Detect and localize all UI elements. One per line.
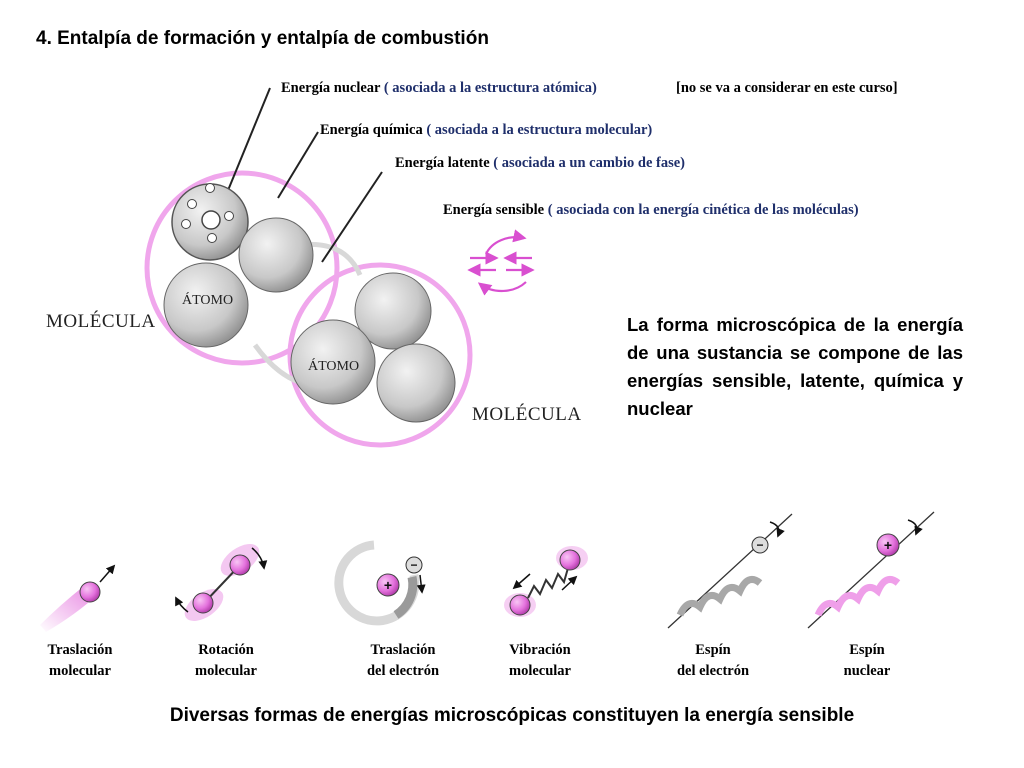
caption-line: Traslación: [47, 642, 113, 658]
caption-line: molecular: [508, 663, 571, 679]
atom-sphere: [354, 272, 432, 350]
label-latent-energy: Energía latente ( asociada a un cambio d…: [395, 155, 685, 172]
electron-spin-icon: [667, 513, 793, 629]
electron-translation-icon: [334, 540, 426, 626]
electron-dot: [181, 219, 191, 229]
electron-dot: [187, 199, 197, 209]
leader-nuclear: [221, 87, 271, 206]
proton-plus-sign: +: [384, 577, 392, 593]
label-latent-name: Energía latente: [395, 155, 490, 171]
leader-quimica: [277, 131, 319, 199]
label-nuclear-note: [no se va a considerar en este curso]: [676, 80, 898, 96]
atom-sphere: [290, 319, 376, 405]
caption-electron-translation: Traslación del electrón: [338, 640, 468, 682]
bottom-caption: Diversas formas de energías microscópica…: [169, 705, 855, 726]
caption-line: nuclear: [843, 663, 891, 679]
label-chemical-energy: Energía química ( asociada a la estructu…: [320, 122, 652, 139]
caption-line: del electrón: [366, 663, 440, 679]
atom-sphere: [238, 217, 314, 293]
label-nuclear-name: Energía nuclear: [281, 80, 381, 96]
label-nuclear-energy: Energía nuclear ( asociada a la estructu…: [281, 80, 597, 97]
caption-line: Espín: [849, 642, 885, 658]
caption-line: Traslación: [370, 642, 436, 658]
atom-label: ÁTOMO: [182, 293, 234, 308]
electron-dot: [224, 211, 234, 221]
caption-line: del electrón: [676, 663, 750, 679]
molecule-label: MOLÉCULA: [472, 404, 582, 425]
caption-line: Vibración: [509, 642, 571, 658]
caption-electron-spin: Espín del electrón: [648, 640, 778, 682]
sensible-arrows-icon: [467, 229, 535, 296]
electron-dot: [207, 233, 217, 243]
leader-latente: [321, 171, 383, 263]
vibration-molecular-icon: [504, 546, 588, 617]
caption-molecular-vibration: Vibración molecular: [475, 640, 605, 682]
electron-dot: [205, 183, 215, 193]
translation-molecular-icon: [40, 564, 116, 632]
page-title: 4. Entalpía de formación y entalpía de c…: [36, 28, 489, 49]
caption-nuclear-spin: Espín nuclear: [802, 640, 932, 682]
electron-minus-sign: −: [410, 558, 417, 572]
label-sensible-name: Energía sensible: [443, 202, 545, 218]
molecule-halo-2: [287, 262, 473, 448]
caption-line: Espín: [695, 642, 731, 658]
description-text: La forma microscópica de la energía de u…: [627, 314, 963, 419]
molecule-halo-1: [144, 170, 340, 366]
nuclear-spin-icon: [807, 511, 935, 629]
caption-line: molecular: [194, 663, 257, 679]
caption-line: molecular: [48, 663, 111, 679]
label-nuclear-desc: ( asociada a la estructura atómica): [383, 80, 597, 96]
label-latent-desc: ( asociada a un cambio de fase): [493, 155, 685, 171]
caption-line: Rotación: [198, 642, 254, 658]
atom-sphere: [163, 262, 249, 348]
nuclear-spin-plus-sign: +: [884, 537, 892, 553]
electron-spin-minus-sign: −: [756, 538, 763, 552]
atom-sphere: [376, 343, 456, 423]
molecule-label: MOLÉCULA: [46, 311, 156, 332]
label-sensible-desc: ( asociada con la energía cinética de la…: [547, 202, 859, 218]
atom-label: ÁTOMO: [308, 359, 360, 374]
rotation-molecular-icon: [175, 544, 268, 621]
caption-molecular-rotation: Rotación molecular: [161, 640, 291, 682]
label-chemical-desc: ( asociada a la estructura molecular): [426, 122, 653, 138]
nucleus-icon: [201, 210, 221, 230]
caption-molecular-translation: Traslación molecular: [15, 640, 145, 682]
label-chemical-name: Energía química: [320, 122, 423, 138]
label-sensible-energy: Energía sensible ( asociada con la energ…: [443, 202, 859, 219]
